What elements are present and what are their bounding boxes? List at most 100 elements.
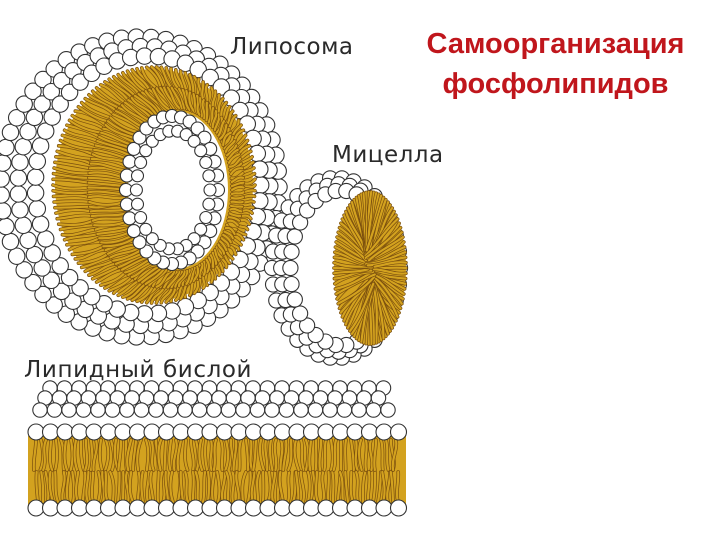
lipid-tail	[314, 438, 318, 472]
lipid-tail	[84, 438, 89, 472]
lipid-tail	[174, 270, 186, 288]
lipid-tail	[117, 438, 123, 472]
lipid-tail	[364, 218, 399, 257]
lipid-head	[24, 273, 42, 292]
lipid-tail	[227, 216, 241, 222]
lipid-head	[244, 129, 262, 148]
lipid-tail	[334, 246, 371, 264]
lipid-tail	[176, 438, 183, 472]
bilayer-label: Липидный бислой	[24, 357, 253, 383]
lipid-head	[288, 499, 306, 517]
lipid-tail	[306, 470, 311, 504]
lipid-tail	[170, 86, 183, 110]
lipid-head	[351, 402, 367, 418]
lipid-head	[145, 232, 159, 246]
lipid-tail	[189, 438, 195, 472]
lipid-tail	[220, 470, 227, 504]
lipid-tail	[116, 470, 121, 504]
lipid-tail	[201, 80, 205, 102]
lipid-tail	[366, 256, 407, 267]
lipid-head	[148, 402, 164, 418]
lipid-tail	[42, 438, 48, 472]
lipid-tail	[230, 191, 245, 196]
lipid-head	[143, 499, 161, 517]
lipid-head	[336, 402, 353, 418]
lipid-tail	[179, 470, 185, 504]
lipid-tail	[172, 438, 178, 472]
lipid-head	[1, 232, 20, 251]
lipid-tail	[395, 470, 400, 504]
lipid-tail	[252, 438, 258, 472]
lipid-head	[122, 211, 137, 226]
lipid-head	[302, 499, 321, 517]
lipid-head	[375, 423, 393, 441]
lipid-tail	[145, 470, 151, 504]
lipid-head	[134, 210, 148, 225]
lipid-head	[90, 402, 106, 418]
lipid-tail	[205, 101, 209, 122]
lipid-tail	[54, 470, 60, 504]
lipid-tail	[365, 196, 385, 252]
lipid-tail	[258, 438, 265, 472]
lipid-tail	[52, 194, 90, 199]
lipid-head	[52, 282, 71, 301]
lipid-tail	[224, 438, 230, 472]
lipid-head	[34, 70, 52, 89]
lipid-head	[177, 402, 193, 418]
lipid-tail	[183, 438, 189, 472]
lipid-tail	[54, 208, 92, 215]
lipid-head	[132, 235, 147, 250]
lipid-head	[389, 423, 408, 441]
lipid-tail	[287, 438, 293, 472]
lipid-tail	[159, 86, 176, 110]
lipid-tail	[89, 438, 94, 472]
lipid-head	[114, 499, 132, 517]
lipid-tail	[32, 438, 38, 472]
lipid-tail	[92, 438, 98, 472]
lipid-tail	[246, 470, 252, 504]
lipid-tail	[229, 207, 243, 213]
lipid-head	[0, 217, 15, 236]
lipid-head	[346, 423, 364, 441]
lipid-tail	[166, 86, 181, 110]
lipid-head	[26, 168, 45, 186]
lipid-tail	[364, 226, 402, 259]
lipid-tail	[344, 470, 350, 504]
lipid-tail	[99, 83, 127, 104]
lipid-tail	[136, 438, 143, 472]
lipid-head	[286, 291, 303, 308]
lipid-head	[172, 499, 190, 517]
lipid-tail	[211, 470, 216, 504]
lipid-head	[9, 169, 28, 187]
lipid-tail	[194, 470, 200, 504]
lipid-tail	[389, 470, 395, 504]
lipid-head	[307, 402, 324, 418]
lipid-tail	[68, 119, 103, 134]
lipid-head	[19, 231, 37, 250]
lipid-tail	[48, 470, 55, 504]
lipid-tail	[181, 88, 191, 111]
lipid-tail	[59, 139, 96, 151]
lipid-head	[27, 423, 45, 441]
lipid-tail	[130, 96, 156, 118]
lipid-tail	[169, 470, 175, 504]
lipid-tail	[343, 438, 348, 472]
lipid-head	[42, 271, 61, 290]
lipid-tail	[217, 243, 226, 255]
lipid-head	[126, 224, 141, 239]
lipid-tail	[216, 470, 221, 504]
lipid-tail	[224, 226, 236, 236]
lipid-tail	[299, 438, 305, 472]
lipid-tail	[69, 438, 74, 472]
lipid-head	[71, 279, 89, 297]
lipid-tail	[223, 230, 234, 240]
lipid-head	[199, 210, 213, 225]
lipid-tail	[103, 80, 130, 102]
lipid-tail	[174, 68, 184, 91]
lipid-head	[186, 423, 205, 441]
lipid-tail	[124, 101, 151, 122]
lipid-tail	[219, 123, 228, 140]
lipid-tail	[128, 470, 135, 504]
lipid-tail	[112, 248, 143, 262]
lipid-tail	[108, 78, 133, 99]
